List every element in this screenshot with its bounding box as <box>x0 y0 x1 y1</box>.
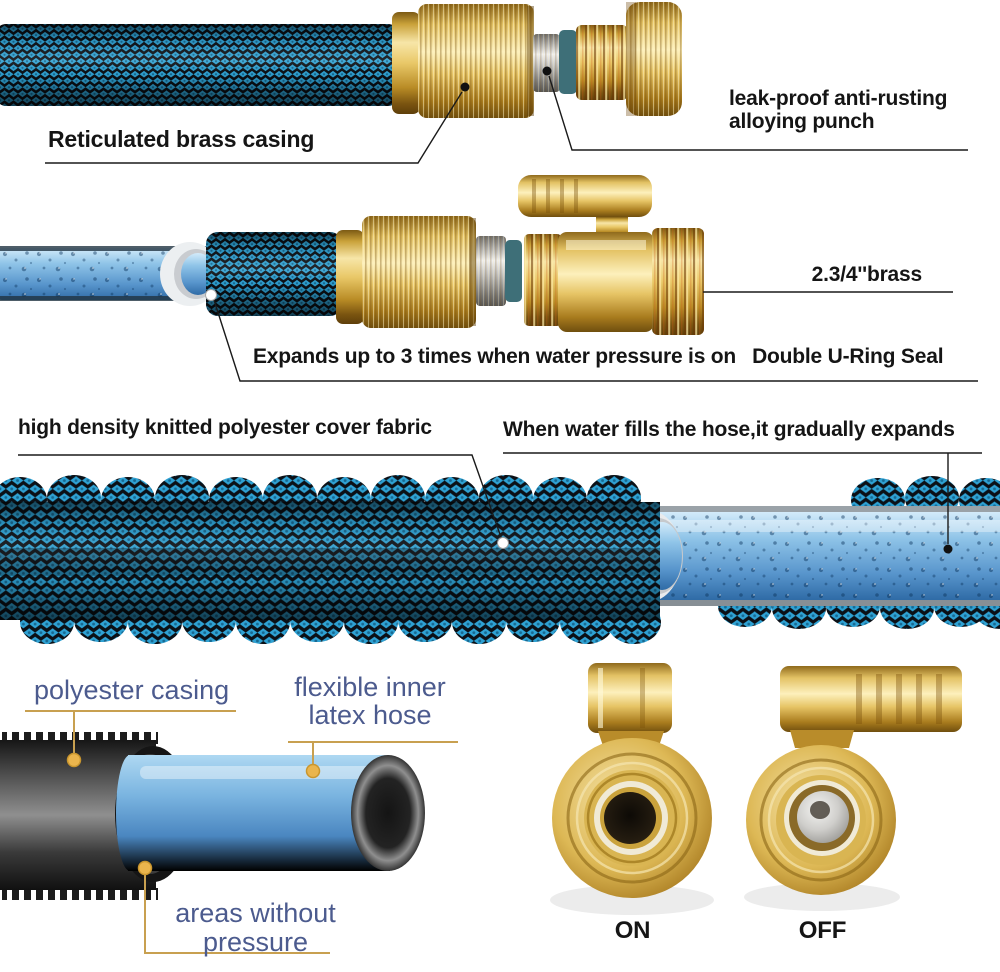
label-when-water-fills: When water fills the hose,it gradually e… <box>503 418 955 441</box>
cross-section-inner-tube <box>116 755 425 871</box>
top-hose-fitting-art <box>0 2 682 118</box>
mid-silver-nipple <box>476 236 506 306</box>
band-corrugated-hose <box>0 475 661 644</box>
tube-open-end <box>351 755 425 871</box>
off-valve-stem <box>790 730 854 748</box>
label-flexible-line2: latex hose <box>308 700 432 730</box>
label-areas-line2: pressure <box>202 927 309 957</box>
label-polyester-cover-fabric: high density knitted polyester cover fab… <box>18 416 432 439</box>
top-male-threads <box>576 25 628 100</box>
label-leak-proof-line1: leak-proof anti-rusting <box>729 87 948 110</box>
label-leak-proof: leak-proof anti-rusting alloying punch <box>729 87 947 133</box>
off-valve-handle <box>780 666 962 732</box>
label-double-u-ring-seal: Double U-Ring Seal <box>752 345 944 368</box>
label-expands-3-times: Expands up to 3 times when water pressur… <box>253 345 737 368</box>
label-areas-without-pressure: areas without pressure <box>163 899 348 957</box>
label-reticulated-brass-casing: Reticulated brass casing <box>48 126 315 152</box>
mid-braided-cover <box>206 232 342 316</box>
expanding-hose-band-art <box>0 475 1000 644</box>
top-brass-collar <box>392 4 534 118</box>
on-valve-handle <box>588 663 672 733</box>
label-areas-line1: areas without <box>175 898 336 928</box>
mid-rubber-gasket <box>505 240 522 302</box>
mid-inner-tube <box>0 246 210 301</box>
on-valve-open-bore <box>604 792 656 844</box>
label-brass-size: 2.3/4''brass <box>811 263 923 286</box>
label-valve-on: ON <box>614 917 651 944</box>
top-rubber-gasket <box>559 30 577 94</box>
label-flexible-inner-latex-hose: flexible inner latex hose <box>278 673 462 729</box>
valve-handle <box>518 175 652 217</box>
top-female-coupling-nut <box>626 2 682 116</box>
label-flexible-line1: flexible inner <box>294 672 446 702</box>
band-expanded-tube <box>650 506 1000 606</box>
top-braided-hose <box>0 24 398 106</box>
label-leak-proof-line2: alloying punch <box>729 110 875 133</box>
mid-brass-collar <box>336 216 476 328</box>
label-valve-off: OFF <box>798 917 847 944</box>
valve-off-view <box>744 666 962 911</box>
valve-on-view <box>550 663 714 915</box>
label-polyester-casing: polyester casing <box>34 675 230 705</box>
mid-shutoff-valve <box>518 175 704 335</box>
label-expands-row: Expands up to 3 times when water pressur… <box>253 345 944 369</box>
top-silver-nipple <box>533 34 560 92</box>
